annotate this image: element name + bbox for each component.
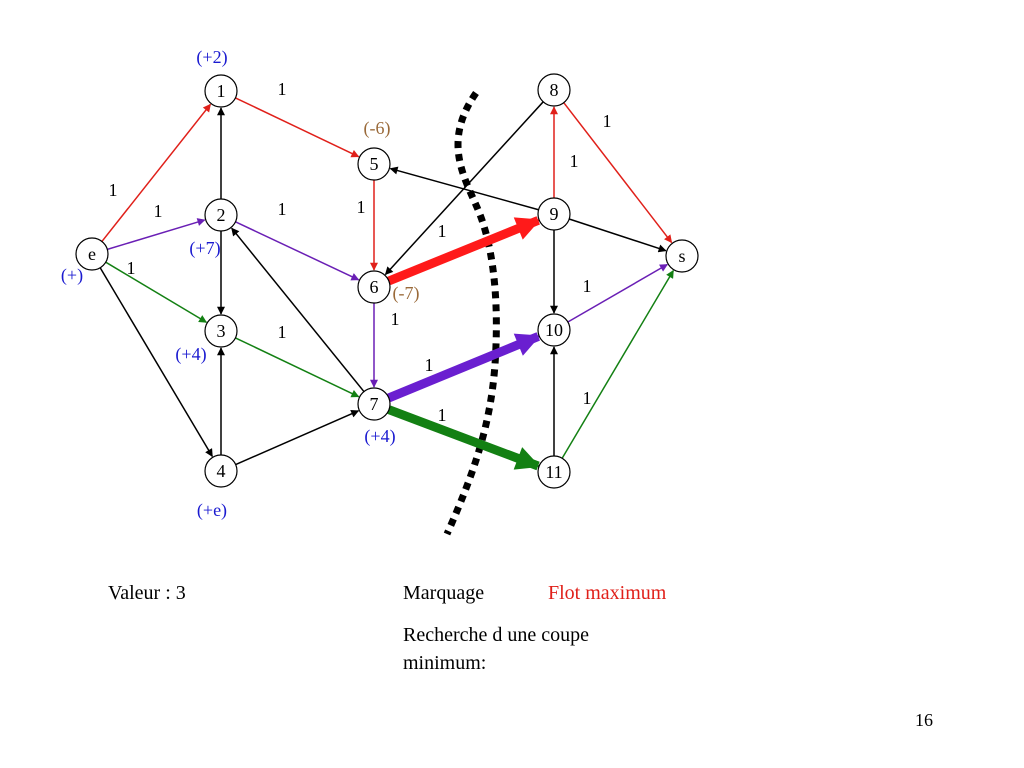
edge-e-to-2 (107, 218, 206, 251)
node-label: 6 (370, 277, 379, 297)
node-label: 2 (217, 205, 226, 225)
node-9: 9 (537, 197, 571, 231)
node-circle (357, 147, 391, 181)
node-circle (204, 74, 238, 108)
node-circle (204, 198, 238, 232)
edge-8-to-6 (384, 101, 544, 276)
edge-3-to-7 (235, 337, 360, 398)
edge-labels-layer: 1 1 1 1 1 1 1 1 1 1 1 1 1 1 1 (109, 79, 612, 425)
node-label: 11 (545, 462, 562, 482)
node-circle (357, 387, 391, 421)
node-label: 9 (550, 204, 559, 224)
node-label: 3 (217, 321, 226, 341)
node-circle (204, 454, 238, 488)
edge-e-to-4 (99, 267, 213, 458)
node-e: e (75, 237, 109, 271)
minimum-cut-dotted-curve (443, 90, 500, 536)
node-6: 6 (357, 270, 391, 304)
edge-1-to-5 (235, 97, 360, 158)
edge-capacity-label-7-11: 1 (438, 405, 447, 425)
minimum-cut-curve-layer (443, 90, 500, 536)
node-11: 11 (537, 455, 571, 489)
edge-capacity-label-1-5: 1 (278, 79, 287, 99)
edge-6-to-9 (387, 216, 541, 286)
node-label: 1 (217, 81, 226, 101)
min-cut-search-line2: minimum: (403, 652, 487, 674)
node-circle (537, 455, 571, 489)
edge-9-to-5 (389, 166, 539, 211)
marking-label-node-4: (+e) (197, 500, 227, 521)
edge-2-to-6 (235, 221, 360, 281)
edge-9-to-s (568, 218, 667, 253)
node-label: e (88, 244, 96, 264)
edge-capacity-label-6-9: 1 (438, 221, 447, 241)
slide-number: 16 (915, 710, 933, 730)
node-8: 8 (537, 73, 571, 107)
node-circle (537, 197, 571, 231)
node-3: 3 (204, 314, 238, 348)
edge-8-to-s (563, 102, 673, 244)
node-label: 4 (217, 461, 226, 481)
node-1: 1 (204, 74, 238, 108)
edge-capacity-label-6-7: 1 (391, 309, 400, 329)
edge-e-to-1 (101, 103, 212, 242)
node-label: s (678, 246, 685, 266)
node-circle (537, 73, 571, 107)
flot-maximum-label: Flot maximum (548, 582, 667, 604)
edge-capacity-label-5-6: 1 (357, 197, 366, 217)
edge-7-to-11 (387, 405, 541, 471)
markings-layer: (+2) (-6) (+7) (+) (-7) (+4) (+4) (+e) (61, 47, 420, 521)
edge-capacity-label-9-8: 1 (570, 151, 579, 171)
node-label: 7 (370, 394, 379, 414)
edge-4-to-7 (235, 410, 360, 466)
node-circle (75, 237, 109, 271)
node-label: 5 (370, 154, 379, 174)
edge-capacity-label-11-s: 1 (583, 388, 592, 408)
node-circle (665, 239, 699, 273)
marking-label-node-e: (+) (61, 265, 83, 286)
node-circle (537, 313, 571, 347)
edge-capacity-label-e-1: 1 (109, 180, 118, 200)
edge-capacity-label-e-2: 1 (154, 201, 163, 221)
edge-capacity-label-7-10: 1 (425, 355, 434, 375)
marking-label-node-3: (+4) (175, 344, 206, 365)
marquage-label: Marquage (403, 582, 485, 604)
marking-label-node-6: (-7) (393, 283, 420, 304)
node-circle (357, 270, 391, 304)
node-2: 2 (204, 198, 238, 232)
node-4: 4 (204, 454, 238, 488)
node-s: s (665, 239, 699, 273)
marking-label-node-1: (+2) (196, 47, 227, 68)
marking-label-node-5: (-6) (364, 118, 391, 139)
edge-capacity-label-10-s: 1 (583, 276, 592, 296)
node-label: 10 (545, 320, 563, 340)
node-circle (204, 314, 238, 348)
flow-value-text: Valeur : 3 (108, 582, 186, 604)
edge-capacity-label-8-s: 1 (603, 111, 612, 131)
edge-7-to-10 (387, 332, 541, 403)
edge-capacity-label-3-7: 1 (278, 322, 287, 342)
edge-e-to-3 (105, 261, 208, 323)
node-7: 7 (357, 387, 391, 421)
edge-10-to-s (567, 263, 668, 323)
edge-capacity-label-e-3: 1 (127, 258, 136, 278)
edge-11-to-s (561, 269, 674, 459)
node-10: 10 (537, 313, 571, 347)
marking-label-node-2: (+7) (189, 238, 220, 259)
marking-label-node-7: (+4) (364, 426, 395, 447)
min-cut-search-line1: Recherche d une coupe (403, 624, 590, 646)
edge-7-to-2 (231, 227, 365, 393)
node-label: 8 (550, 80, 559, 100)
edges-layer (99, 97, 674, 471)
edge-capacity-label-2-6: 1 (278, 199, 287, 219)
node-5: 5 (357, 147, 391, 181)
